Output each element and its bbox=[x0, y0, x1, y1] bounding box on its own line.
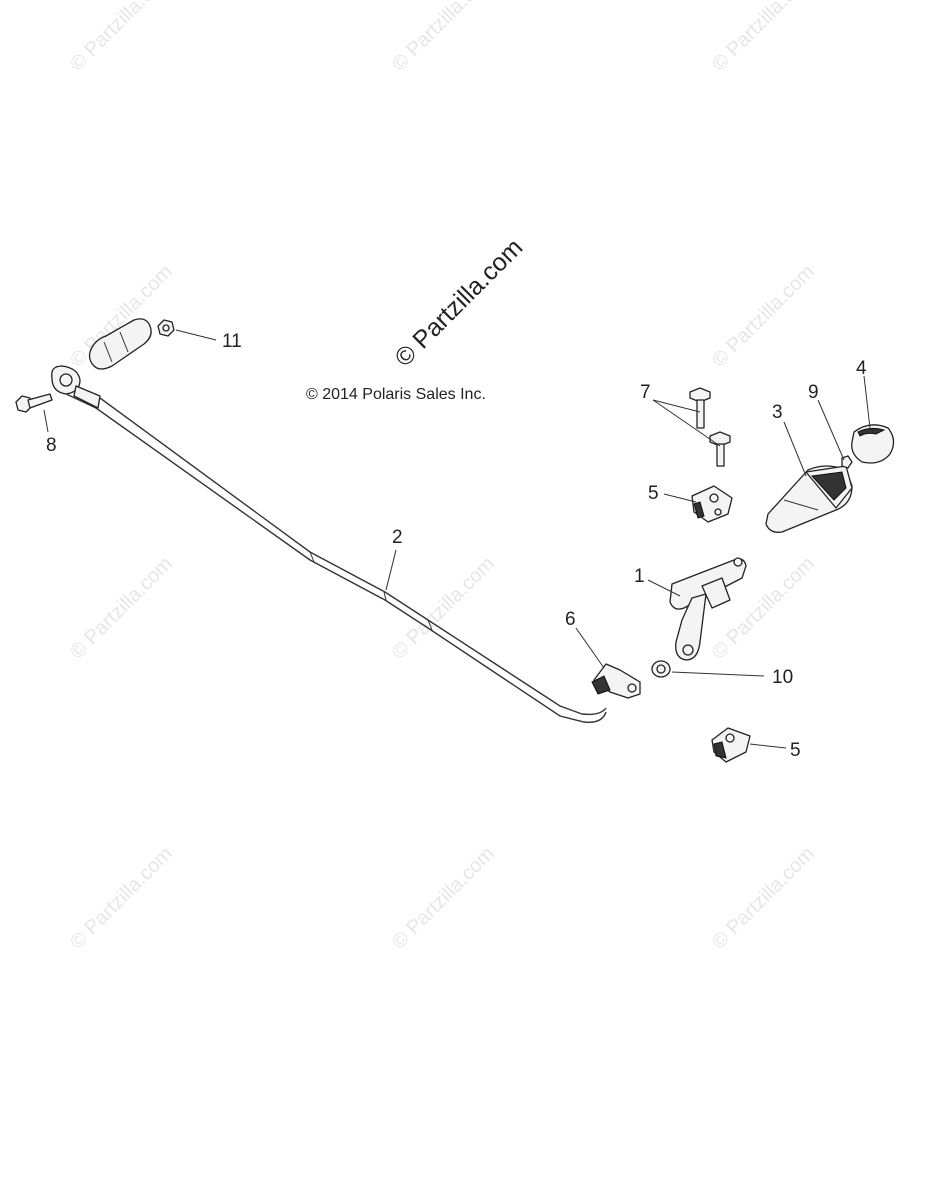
watermark-text: © Partzilla.com bbox=[388, 553, 499, 664]
callout-1: 1 bbox=[634, 566, 645, 587]
watermark-layer: © Partzilla.com © Partzilla.com © Partzi… bbox=[66, 0, 819, 954]
copyright-text: © 2014 Polaris Sales Inc. bbox=[306, 386, 486, 403]
mount-bracket-lower bbox=[711, 727, 751, 763]
partzilla-logo: © Partzilla.com bbox=[389, 233, 528, 372]
bolt-8 bbox=[15, 393, 53, 413]
watermark-text: © Partzilla.com bbox=[708, 0, 819, 76]
callout-5-lower: 5 bbox=[790, 740, 801, 761]
bolt-7-upper bbox=[689, 387, 711, 429]
mount-bracket-upper bbox=[691, 485, 733, 523]
callout-2: 2 bbox=[392, 527, 403, 548]
callout-11: 11 bbox=[222, 331, 242, 352]
shift-handle bbox=[765, 465, 853, 533]
knob-cap bbox=[851, 424, 895, 464]
lock-nut bbox=[157, 319, 175, 337]
watermark-text: © Partzilla.com bbox=[708, 843, 819, 954]
rod-boot bbox=[88, 318, 152, 370]
watermark-text: © Partzilla.com bbox=[66, 0, 177, 76]
callout-labels: 1 2 3 4 5 5 6 7 8 9 10 11 bbox=[46, 331, 867, 761]
callout-6: 6 bbox=[565, 609, 576, 630]
linkage-clip bbox=[591, 663, 641, 699]
set-screw bbox=[841, 455, 853, 469]
callout-5-upper: 5 bbox=[648, 483, 659, 504]
callout-10: 10 bbox=[772, 667, 793, 688]
callout-8: 8 bbox=[46, 435, 57, 456]
leader-lines bbox=[43, 329, 871, 749]
watermark-text: © Partzilla.com bbox=[708, 261, 819, 372]
callout-4: 4 bbox=[856, 358, 867, 379]
callout-9: 9 bbox=[808, 382, 819, 403]
bolt-7-lower bbox=[709, 431, 731, 467]
callout-3: 3 bbox=[772, 402, 783, 423]
washer bbox=[651, 660, 671, 678]
watermark-text: © Partzilla.com bbox=[388, 0, 499, 76]
watermark-text: © Partzilla.com bbox=[66, 843, 177, 954]
shift-lever bbox=[669, 557, 747, 661]
shift-rod bbox=[51, 365, 607, 723]
watermark-text: © Partzilla.com bbox=[66, 553, 177, 664]
watermark-text: © Partzilla.com bbox=[388, 843, 499, 954]
callout-7: 7 bbox=[640, 382, 651, 403]
